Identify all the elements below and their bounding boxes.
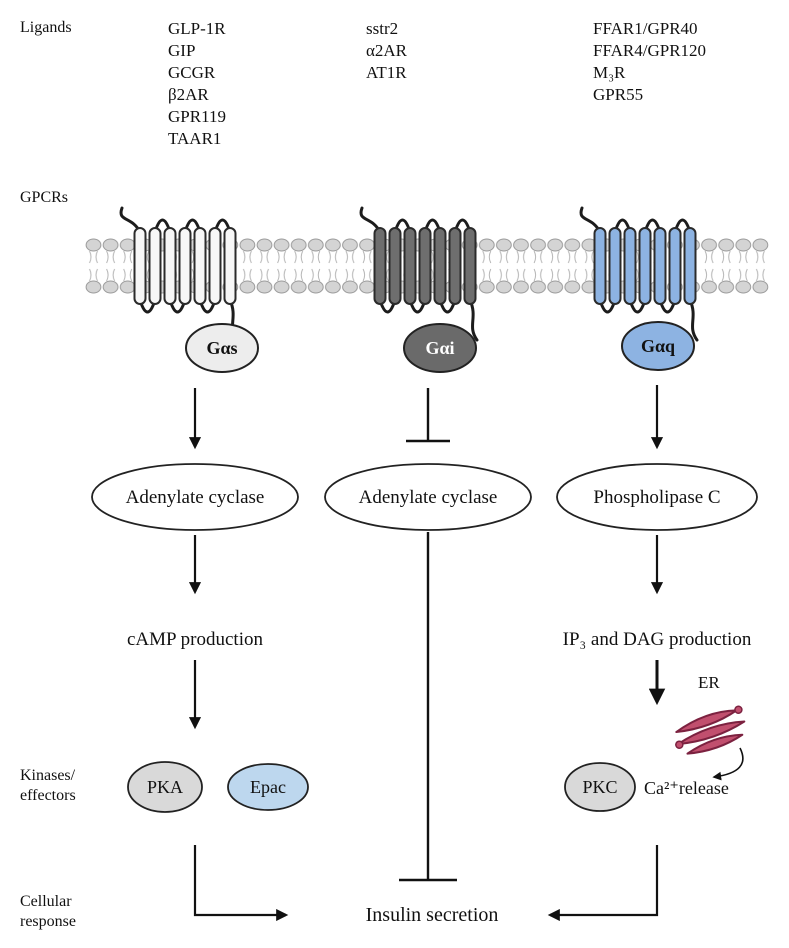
kinase-pka: PKA xyxy=(127,761,203,813)
ligand-item: AT1R xyxy=(366,63,407,82)
ligand-item: FFAR4/GPR120 xyxy=(593,41,706,60)
ligand-item: GPR119 xyxy=(168,107,226,126)
arrow-calcium-to-insulin xyxy=(547,845,659,922)
enzyme-ellipse xyxy=(556,463,758,531)
inhibition-ac-to-insulin xyxy=(399,532,457,882)
ligand-list-gaq: FFAR1/GPR40 FFAR4/GPR120 M₃R GPR55 xyxy=(593,19,706,104)
enzyme-ellipse xyxy=(91,463,299,531)
enzyme-label: Phospholipase C xyxy=(593,487,720,508)
ligand-list-gas: GLP-1R GIP GCGR β2AR GPR119 TAAR1 xyxy=(168,19,226,148)
enzyme-adenylate-cyclase-middle: Adenylate cyclase xyxy=(324,463,532,531)
row-label-kinases-line1: Kinases/ xyxy=(20,767,76,784)
g-protein-gaq: Gαq xyxy=(621,321,695,371)
kinase-epac: Epac xyxy=(227,763,309,811)
ligand-item: FFAR1/GPR40 xyxy=(593,19,698,38)
gaq-ellipse xyxy=(621,321,695,371)
ligand-item: GLP-1R xyxy=(168,19,226,38)
gai-ellipse xyxy=(403,323,477,373)
ip3-dag-production-label: IP₃ and DAG production xyxy=(563,629,752,650)
ligand-item: GCGR xyxy=(168,63,216,82)
g-protein-gai: Gαi xyxy=(403,323,477,373)
ligand-item: GIP xyxy=(168,41,195,60)
row-label-ligands: Ligands xyxy=(20,19,72,36)
row-label-gpcrs: GPCRs xyxy=(20,189,68,206)
camp-production-label: cAMP production xyxy=(127,629,263,650)
epac-label: Epac xyxy=(250,777,286,797)
er-organelle xyxy=(675,705,746,755)
row-label-kinases-line2: effectors xyxy=(20,787,76,804)
er-label: ER xyxy=(698,673,720,692)
inhibition-gai-to-adenylate-cyclase xyxy=(406,388,450,443)
pka-label: PKA xyxy=(147,777,183,797)
epac-ellipse xyxy=(227,763,309,811)
row-label-cellular-line2: response xyxy=(20,913,76,930)
gas-label: Gαs xyxy=(206,338,237,358)
ligand-item: α2AR xyxy=(366,41,408,60)
receptor-gas xyxy=(119,206,239,342)
insulin-secretion-label: Insulin secretion xyxy=(366,904,499,926)
arrow-er-to-calcium xyxy=(712,747,744,781)
enzyme-phospholipase-c: Phospholipase C xyxy=(556,463,758,531)
enzyme-label: Adenylate cyclase xyxy=(126,487,265,508)
ligand-item: β2AR xyxy=(168,85,209,104)
kinase-pkc: PKC xyxy=(564,762,636,812)
gai-label: Gαi xyxy=(425,338,454,358)
pkc-ellipse xyxy=(564,762,636,812)
ligand-list-gai: sstr2 α2AR AT1R xyxy=(366,19,408,82)
ligand-item: M₃R xyxy=(593,63,626,82)
pkc-label: PKC xyxy=(582,777,617,797)
row-label-cellular-line1: Cellular xyxy=(20,893,72,910)
arrow-pka-to-insulin xyxy=(193,845,289,922)
ligand-item: GPR55 xyxy=(593,85,643,104)
ligand-item: sstr2 xyxy=(366,19,398,38)
gas-ellipse xyxy=(185,323,259,373)
g-protein-gas: Gαs xyxy=(185,323,259,373)
calcium-release-label: Ca²⁺release xyxy=(644,778,729,798)
ligand-item: TAAR1 xyxy=(168,129,221,148)
enzyme-adenylate-cyclase-left: Adenylate cyclase xyxy=(91,463,299,531)
gaq-label: Gαq xyxy=(641,336,675,356)
enzyme-label: Adenylate cyclase xyxy=(359,487,498,508)
receptor-gaq xyxy=(579,206,699,342)
pka-ellipse xyxy=(127,761,203,813)
receptor-gai xyxy=(359,206,479,342)
enzyme-ellipse xyxy=(324,463,532,531)
